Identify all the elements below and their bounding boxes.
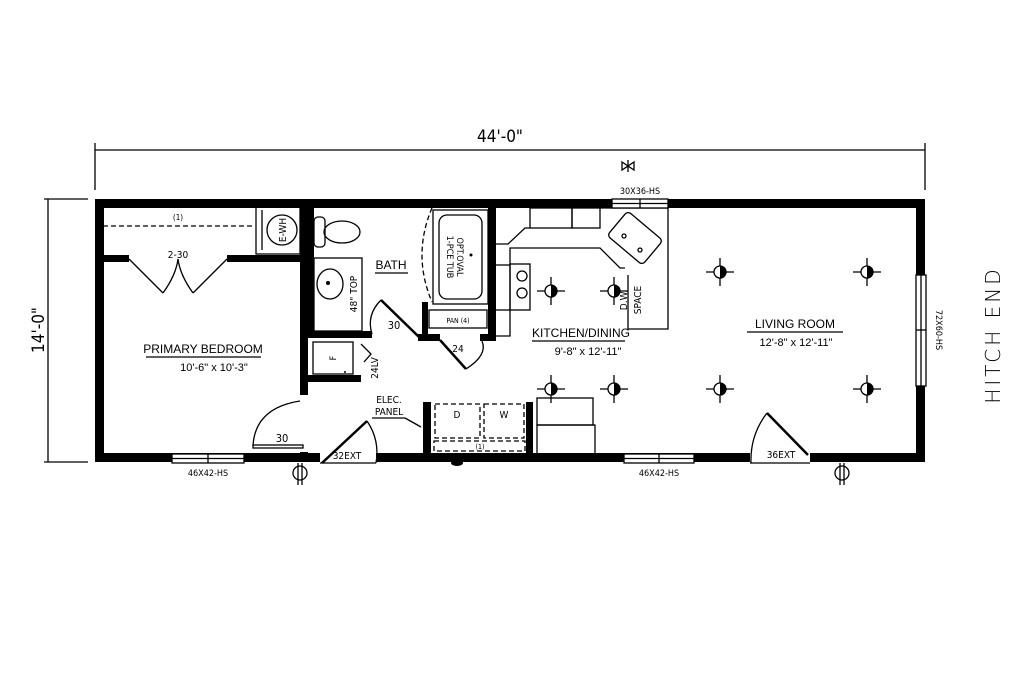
bath-door[interactable]: 30 — [369, 299, 420, 338]
kitchen-dining-label: KITCHEN/DINING — [532, 326, 630, 340]
ceiling-light-icon — [537, 277, 565, 305]
elec-label-1: ELEC. — [376, 395, 402, 406]
pan-label: PAN (4) — [446, 317, 469, 325]
linen-door-label: 24 — [452, 344, 464, 355]
width-label: 14'-0" — [29, 307, 49, 353]
drain-icon — [451, 460, 463, 466]
living-exterior-door[interactable]: 36EXT — [750, 412, 810, 464]
ceiling-light-icon — [853, 258, 881, 286]
furnace-door-label: 24LV — [370, 356, 381, 378]
laundry-shelf-label: (1) — [476, 443, 485, 451]
vanity-top-label: 48" TOP — [349, 275, 360, 312]
living-room-size: 12'-8" x 12'-11" — [760, 337, 833, 349]
dw-label-1: D.W. — [619, 290, 630, 310]
living-door-label: 36EXT — [767, 450, 796, 461]
ceiling-light-icon — [853, 375, 881, 403]
front-door-label: 32EXT — [333, 451, 362, 462]
primary-bedroom-size: 10'-6" x 10'-3" — [180, 362, 248, 374]
tub-label-1: 1-PCE TUB — [444, 236, 454, 279]
width-dimension: 14'-0" — [29, 198, 88, 463]
bedroom-door[interactable]: 30 — [252, 400, 304, 449]
furnace: F 24LV — [312, 341, 381, 379]
furnace-label: F — [329, 355, 339, 360]
kitchen-sink — [608, 211, 662, 265]
bath-door-label: 30 — [388, 319, 401, 332]
window-living-bottom: 46X42-HS — [623, 453, 695, 479]
interior-walls — [99, 203, 533, 458]
hitch-end-label: HITCH END — [981, 266, 1005, 403]
linen-door[interactable]: 24 — [439, 339, 484, 370]
primary-bedroom-label: PRIMARY BEDROOM — [143, 342, 263, 356]
laundry: D W (1) — [433, 403, 526, 452]
window-kitchen-top: 30X36-HS — [611, 160, 669, 209]
toilet — [313, 216, 361, 248]
closet-shelf-label: (1) — [173, 213, 183, 222]
window-hitch-end: 72X60-HS — [915, 274, 943, 387]
ceiling-lights — [537, 258, 881, 403]
window-kitchen-label: 30X36-HS — [620, 187, 660, 197]
ceiling-light-icon — [537, 375, 565, 403]
bathtub: 1-PCE TUB OPT.OVAL — [421, 207, 489, 305]
kitchen-dining-size: 9'-8" x 12'-11" — [555, 346, 622, 358]
dishwasher-space: D.W. SPACE — [619, 285, 644, 314]
length-label: 44'-0" — [477, 127, 523, 147]
vanity: 48" TOP — [313, 257, 363, 332]
hose-bib-icon — [834, 463, 850, 485]
window-hitch-label: 72X60-HS — [933, 310, 943, 350]
living-room-label: LIVING ROOM — [755, 317, 835, 331]
electrical-panel: ELEC. PANEL — [372, 395, 422, 428]
ceiling-light-icon — [600, 277, 628, 305]
refrigerator — [536, 397, 596, 455]
kitchen-counters — [496, 207, 669, 337]
window-bedroom-bottom: 46X42-HS — [171, 453, 245, 479]
window-bedroom-label: 46X42-HS — [188, 469, 228, 479]
bifold-doors[interactable]: 2-30 — [128, 250, 228, 294]
ceiling-light-icon — [600, 375, 628, 403]
water-heater: E-WH — [255, 206, 301, 255]
pan-shelf: PAN (4) — [428, 309, 488, 329]
ceiling-light-icon — [706, 375, 734, 403]
dryer-label: D — [454, 410, 461, 421]
tub-label-2: OPT.OVAL — [454, 238, 464, 277]
bifold-doors-label: 2-30 — [168, 250, 189, 261]
front-exterior-door[interactable]: 32EXT — [320, 420, 378, 464]
elec-label-2: PANEL — [375, 407, 403, 418]
window-living-label: 46X42-HS — [639, 469, 679, 479]
water-heater-label: E-WH — [278, 218, 289, 242]
dw-label-2: SPACE — [633, 285, 644, 314]
bedroom-door-label: 30 — [276, 432, 289, 445]
ceiling-light-icon — [706, 258, 734, 286]
washer-label: W — [500, 410, 509, 421]
length-dimension: 44'-0" — [94, 127, 926, 190]
bath-label: BATH — [375, 258, 406, 272]
hose-bib-icon — [292, 463, 308, 485]
